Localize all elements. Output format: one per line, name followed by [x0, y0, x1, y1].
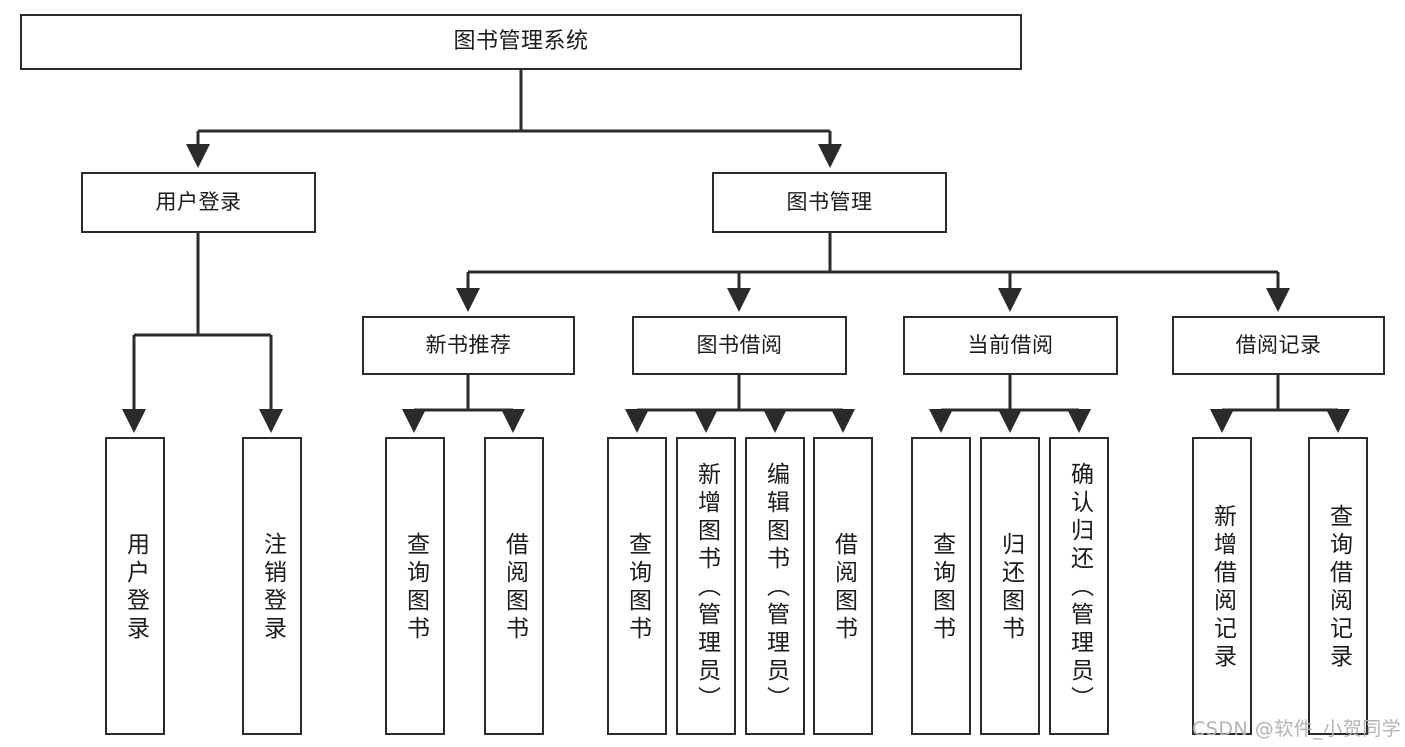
node-book-management-label: 图书管理 [786, 190, 873, 215]
node-new-book-recommend[interactable]: 新书推荐 [362, 316, 575, 375]
node-current-borrow-label: 当前借阅 [967, 333, 1054, 358]
leaf-add-book-label: 新增图书（管理员） [693, 462, 720, 714]
leaf-add-book[interactable]: 新增图书（管理员） [676, 437, 736, 735]
watermark: CSDN @软件_小贺同学 [1192, 718, 1402, 740]
leaf-query-book-3[interactable]: 查询图书 [911, 437, 971, 735]
node-user-login[interactable]: 用户登录 [81, 172, 316, 233]
leaf-borrow-book-2[interactable]: 借阅图书 [813, 437, 873, 735]
leaf-return-book-label: 归还图书 [997, 532, 1024, 644]
node-borrow-record-label: 借阅记录 [1235, 333, 1322, 358]
leaf-query-book-1[interactable]: 查询图书 [385, 437, 445, 735]
leaf-confirm-return-label: 确认归还（管理员） [1066, 462, 1093, 714]
node-book-borrow-label: 图书借阅 [696, 333, 783, 358]
leaf-confirm-return[interactable]: 确认归还（管理员） [1049, 437, 1109, 735]
leaf-logout-login-label: 注销登录 [259, 532, 286, 644]
node-root[interactable]: 图书管理系统 [20, 14, 1022, 70]
leaf-return-book[interactable]: 归还图书 [980, 437, 1040, 735]
node-new-book-recommend-label: 新书推荐 [425, 333, 512, 358]
leaf-edit-book[interactable]: 编辑图书（管理员） [745, 437, 805, 735]
node-current-borrow[interactable]: 当前借阅 [903, 316, 1118, 375]
leaf-edit-book-label: 编辑图书（管理员） [762, 462, 789, 714]
leaf-borrow-book-1-label: 借阅图书 [501, 532, 528, 644]
leaf-query-book-3-label: 查询图书 [928, 532, 955, 644]
node-book-management[interactable]: 图书管理 [712, 172, 947, 233]
leaf-user-login[interactable]: 用户登录 [105, 437, 165, 735]
leaf-user-login-label: 用户登录 [122, 532, 149, 644]
leaf-borrow-book-1[interactable]: 借阅图书 [484, 437, 544, 735]
node-user-login-label: 用户登录 [155, 190, 242, 215]
leaf-add-record[interactable]: 新增借阅记录 [1192, 437, 1252, 735]
leaf-logout-login[interactable]: 注销登录 [242, 437, 302, 735]
leaf-query-book-2-label: 查询图书 [624, 532, 651, 644]
leaf-query-record-label: 查询借阅记录 [1325, 504, 1352, 672]
leaf-borrow-book-2-label: 借阅图书 [830, 532, 857, 644]
leaf-add-record-label: 新增借阅记录 [1209, 504, 1236, 672]
node-book-borrow[interactable]: 图书借阅 [632, 316, 847, 375]
leaf-query-book-2[interactable]: 查询图书 [607, 437, 667, 735]
node-borrow-record[interactable]: 借阅记录 [1172, 316, 1385, 375]
leaf-query-record[interactable]: 查询借阅记录 [1308, 437, 1368, 735]
leaf-query-book-1-label: 查询图书 [402, 532, 429, 644]
node-root-label: 图书管理系统 [453, 29, 589, 55]
